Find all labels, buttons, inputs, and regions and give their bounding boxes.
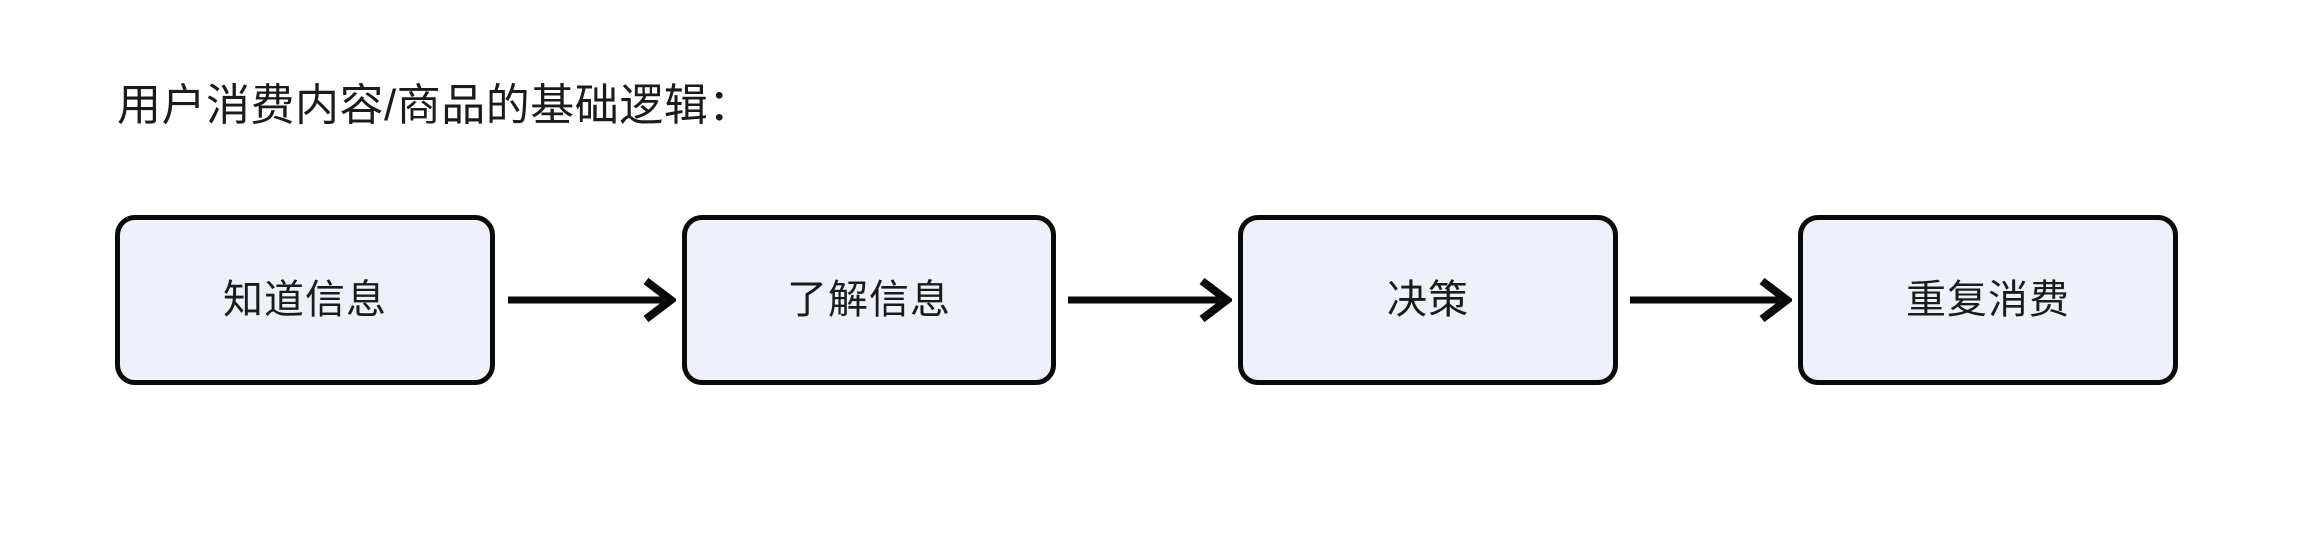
flow-connector-2 <box>1068 277 1232 323</box>
arrow-right-icon <box>508 277 676 323</box>
page-title: 用户消费内容/商品的基础逻辑： <box>117 81 753 130</box>
arrow-right-icon <box>1068 277 1232 323</box>
flow-node-2[interactable]: 了解信息 <box>682 215 1056 385</box>
flow-connector-1 <box>508 277 676 323</box>
flow-diagram: 知道信息 了解信息 决策 <box>0 215 2304 387</box>
arrow-right-icon <box>1630 277 1792 323</box>
flow-node-label: 决策 <box>1387 278 1469 322</box>
flow-node-4[interactable]: 重复消费 <box>1798 215 2178 385</box>
flow-node-label: 了解信息 <box>787 278 951 322</box>
flow-node-3[interactable]: 决策 <box>1238 215 1618 385</box>
flow-connector-3 <box>1630 277 1792 323</box>
flow-node-label: 知道信息 <box>223 278 387 322</box>
flow-node-1[interactable]: 知道信息 <box>115 215 495 385</box>
flow-node-label: 重复消费 <box>1906 278 2070 322</box>
